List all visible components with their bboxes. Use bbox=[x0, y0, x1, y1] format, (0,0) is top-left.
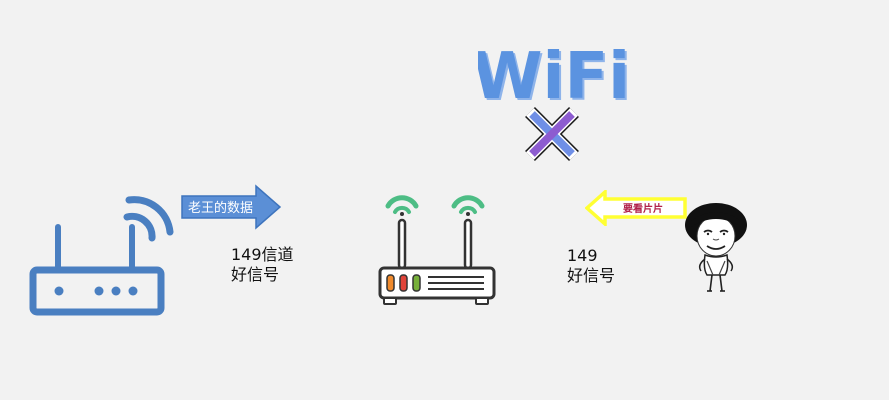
wifi-title-shadow: WiFi bbox=[478, 42, 628, 116]
arrow-label-left: 老王的数据 bbox=[188, 201, 254, 216]
request-arrow-left: 要看片片 bbox=[585, 190, 689, 226]
right-caption-line1: 149 bbox=[567, 246, 598, 265]
right-caption-line2: 好信号 bbox=[567, 266, 616, 285]
router-icon bbox=[20, 180, 195, 320]
wifi-title: WiFi WiFi bbox=[472, 36, 632, 116]
wifi-title-text: WiFi bbox=[478, 40, 628, 114]
arrow-label-right: 要看片片 bbox=[623, 204, 663, 215]
wifi-router-icon bbox=[370, 180, 505, 312]
left-caption: 149信道 好信号 bbox=[231, 245, 294, 285]
meme-face-icon bbox=[683, 203, 753, 295]
left-caption-line1: 149信道 bbox=[231, 245, 294, 264]
data-arrow-right: 老王的数据 bbox=[180, 184, 282, 230]
cross-mark-icon bbox=[520, 102, 584, 166]
right-caption: 149 好信号 bbox=[567, 246, 615, 286]
left-caption-line2: 好信号 bbox=[231, 265, 280, 284]
